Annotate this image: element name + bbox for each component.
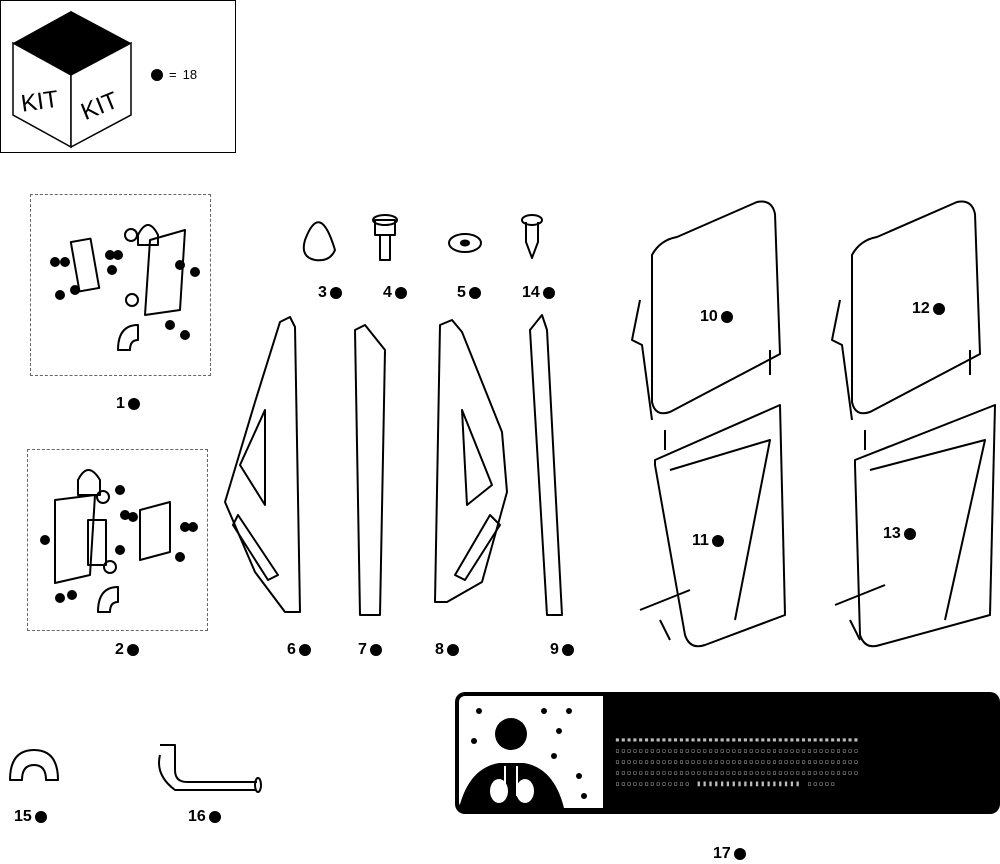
part-3-clamp: [302, 221, 336, 262]
part-17-warning-decal: ▪▪▪▪▪▪▪▪▪▪▪▪▪▪▪▪▪▪▪▪▪▪▪▪▪▪▪▪▪▪▪▪▪▪▪▪▪▪▪▪…: [455, 692, 1000, 814]
kit-count-legend: = 18: [151, 67, 197, 82]
decal-illegible-text: ▪▪▪▪▪▪▪▪▪▪▪▪▪▪▪▪▪▪▪▪▪▪▪▪▪▪▪▪▪▪▪▪▪▪▪▪▪▪▪▪…: [615, 735, 860, 788]
part-2-frame: [27, 449, 208, 631]
kit-face-left: KIT: [19, 86, 60, 118]
part-14-screw: [521, 214, 543, 259]
callout-8: 8: [435, 641, 459, 659]
part-6-side-frame: [224, 316, 301, 613]
callout-1: 1: [116, 395, 140, 413]
callout-6: 6: [287, 641, 311, 659]
kit-cube-icon: KIT KIT: [12, 11, 132, 149]
part-10-upper-door: [631, 200, 781, 450]
callout-12: 12: [912, 300, 945, 318]
part-2-hardware-kit: [40, 469, 198, 613]
part-7-rail: [354, 324, 386, 616]
kit-equals: =: [169, 67, 177, 82]
part-1-frame: [30, 194, 211, 376]
bullet-dot-icon: [151, 68, 163, 81]
callout-4: 4: [383, 284, 407, 302]
callout-11: 11: [692, 532, 724, 550]
part-4-screw: [372, 214, 398, 261]
part-9-rail: [529, 314, 563, 616]
callout-2: 2: [115, 641, 139, 659]
part-12-upper-door: [831, 200, 981, 450]
part-11-lower-door: [639, 404, 786, 648]
callout-13: 13: [883, 525, 916, 543]
part-5-washer: [448, 233, 482, 253]
callout-17: 17: [713, 845, 746, 863]
person-inhaling-icon: [459, 708, 587, 808]
part-16-pipe: [158, 744, 262, 793]
kit-count: 18: [182, 67, 198, 82]
kit-legend-box: KIT KIT = 18: [0, 0, 236, 153]
part-8-side-frame: [434, 319, 508, 603]
part-15-clamp: [9, 749, 59, 781]
callout-9: 9: [550, 641, 574, 659]
callout-14: 14: [522, 284, 555, 302]
callout-10: 10: [700, 308, 733, 326]
part-1-hardware-kit: [50, 224, 200, 351]
callout-15: 15: [14, 808, 47, 826]
part-13-lower-door: [834, 404, 996, 648]
decal-pictogram: [459, 696, 603, 808]
callout-5: 5: [457, 284, 481, 302]
callout-7: 7: [358, 641, 382, 659]
callout-3: 3: [318, 284, 342, 302]
callout-16: 16: [188, 808, 221, 826]
